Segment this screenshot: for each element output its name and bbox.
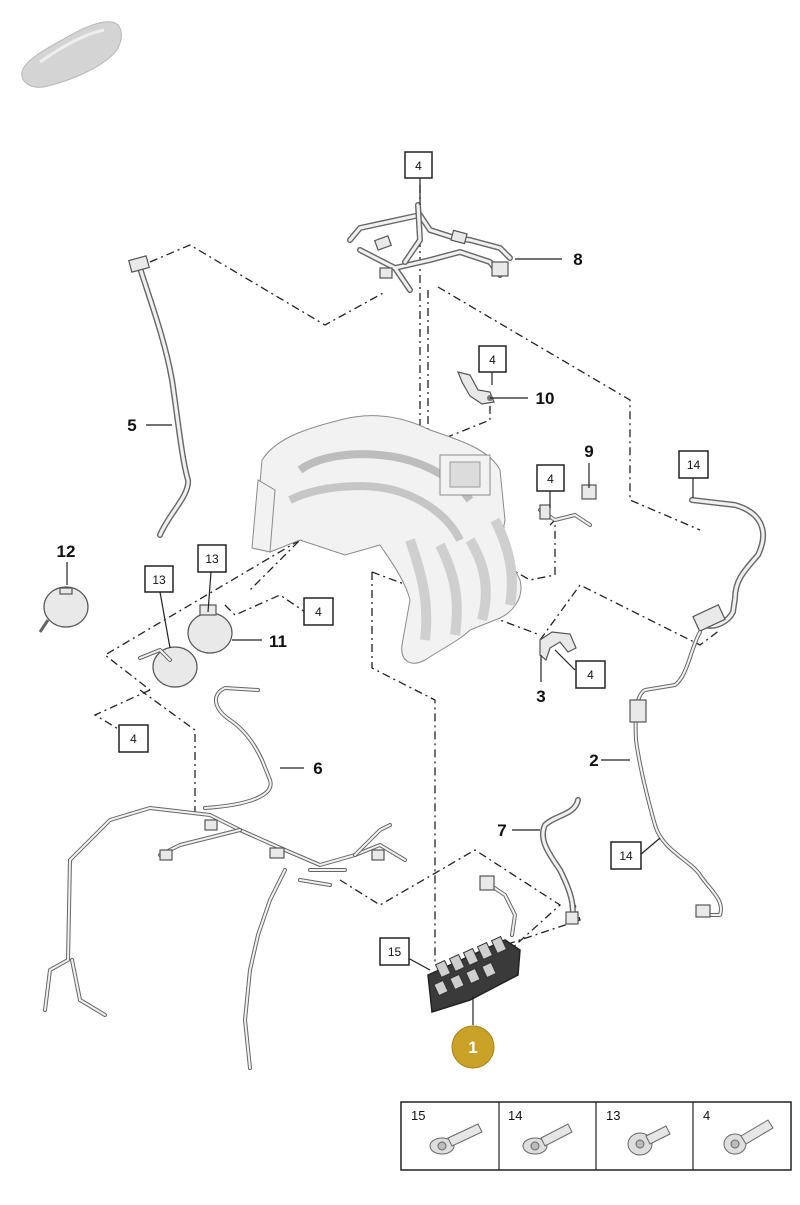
box-callout: 13 [197, 544, 227, 573]
box-callout: 4 [536, 464, 565, 492]
wiring-bracket-9 [538, 484, 597, 527]
callout-11: 11 [269, 632, 287, 651]
torx-bolt-icon [627, 1125, 671, 1156]
car-silhouette-icon [21, 21, 122, 88]
legend-label: 13 [606, 1108, 620, 1123]
box-callout: 4 [478, 345, 507, 373]
box-label: 15 [388, 945, 402, 959]
coolant-pipe-6 [203, 686, 273, 810]
hose-7 [539, 797, 581, 925]
intake-manifold [251, 415, 522, 664]
torx-bolt-icon [723, 1119, 774, 1155]
box-label: 4 [547, 472, 554, 486]
callout-12: 12 [57, 542, 76, 561]
coolant-hose-14-2 [629, 497, 766, 918]
callout-6: 6 [313, 759, 322, 778]
legend-cell-13: 13 [606, 1108, 671, 1156]
box-label: 4 [130, 732, 137, 746]
leader-lines [66, 178, 694, 1025]
flange-bolt-icon [429, 1123, 483, 1155]
expansion-tank-12 [38, 586, 89, 633]
legend-cell-15: 15 [411, 1108, 483, 1155]
callout-10: 10 [536, 389, 555, 408]
box-label: 4 [315, 605, 322, 619]
fastener-legend: 15 14 13 4 [400, 1101, 792, 1171]
callout-7: 7 [497, 821, 506, 840]
expansion-tank-11 [138, 604, 233, 688]
clip-3 [539, 631, 577, 662]
box-callout: 14 [610, 841, 642, 870]
callout-8: 8 [573, 250, 582, 269]
box-callout: 4 [118, 724, 149, 753]
box-label: 14 [687, 458, 701, 472]
callout-1-label: 1 [468, 1038, 477, 1057]
callout-1-highlighted[interactable]: 1 [451, 1025, 495, 1069]
box-callout: 4 [303, 597, 334, 626]
box-label: 4 [587, 668, 594, 682]
box-label: 4 [415, 159, 422, 173]
box-label: 4 [489, 353, 496, 367]
legend-cell-14: 14 [508, 1108, 573, 1155]
box-label: 13 [152, 573, 166, 587]
flange-bolt-icon [522, 1123, 573, 1155]
breather-pipe-assembly [347, 202, 513, 293]
box-callout: 13 [144, 565, 174, 593]
wiring-harness [43, 806, 407, 1070]
legend-label: 14 [508, 1108, 522, 1123]
intake-flap-unit-1 [427, 875, 521, 1013]
vent-hose-5 [128, 255, 192, 538]
bracket-10 [457, 371, 495, 405]
box-label: 13 [205, 552, 219, 566]
legend-label: 4 [703, 1108, 710, 1123]
callout-2: 2 [589, 751, 598, 770]
box-callout: 4 [575, 660, 606, 689]
legend-label: 15 [411, 1108, 425, 1123]
box-callout: 4 [404, 151, 433, 179]
box-callout: 15 [379, 937, 410, 966]
callout-5: 5 [127, 416, 136, 435]
callout-3: 3 [536, 687, 545, 706]
box-callout: 14 [678, 450, 709, 479]
box-label: 14 [619, 849, 633, 863]
legend-cell-4: 4 [703, 1108, 774, 1155]
callout-9: 9 [584, 442, 593, 461]
